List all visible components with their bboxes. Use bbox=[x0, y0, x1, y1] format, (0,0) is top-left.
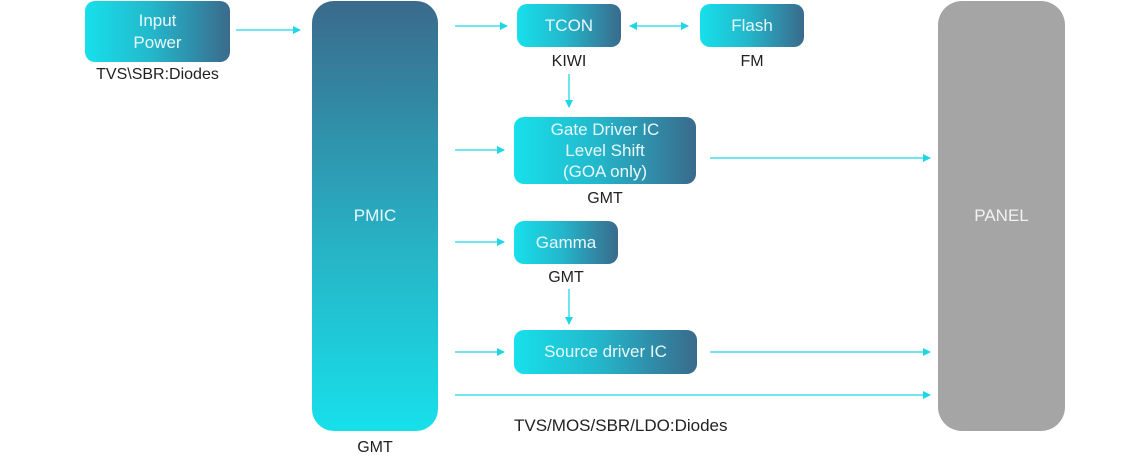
tcon-vendor: KIWI bbox=[551, 53, 587, 70]
flash-node: Flash bbox=[700, 4, 804, 47]
tcon-node: TCON bbox=[517, 4, 621, 47]
panel-label: PANEL bbox=[974, 206, 1029, 225]
flash-label: Flash bbox=[731, 15, 773, 35]
pmic-vendor: GMT bbox=[357, 439, 393, 456]
pmic-label: PMIC bbox=[353, 206, 397, 225]
gate-driver-label-line3: (GOA only) bbox=[562, 162, 648, 181]
flash-vendor: FM bbox=[740, 53, 764, 70]
source-driver-label: Source driver IC bbox=[544, 342, 667, 361]
gamma-vendor: GMT bbox=[548, 269, 584, 286]
gate-driver-label-line1: Gate Driver IC bbox=[550, 120, 660, 139]
panel-node: PANEL bbox=[938, 1, 1065, 431]
gate-driver-vendor: GMT bbox=[587, 190, 623, 207]
input-power-vendor: TVS\SBR:Diodes bbox=[96, 66, 219, 83]
gamma-label: Gamma bbox=[535, 232, 597, 252]
protection-components-label: TVS/MOS/SBR/LDO:Diodes bbox=[514, 416, 728, 435]
source-driver-node: Source driver IC bbox=[514, 330, 697, 374]
pmic-node: PMIC bbox=[312, 1, 438, 431]
input-power-label-line2: Power bbox=[133, 32, 182, 52]
gate-driver-node: Gate Driver IC Level Shift (GOA only) bbox=[514, 117, 696, 184]
input-power-node: Input Power bbox=[85, 1, 230, 62]
input-power-label-line1: Input bbox=[138, 10, 177, 30]
gamma-node: Gamma bbox=[514, 221, 618, 264]
gate-driver-label-line2: Level Shift bbox=[565, 141, 645, 160]
tcon-label: TCON bbox=[544, 15, 594, 35]
